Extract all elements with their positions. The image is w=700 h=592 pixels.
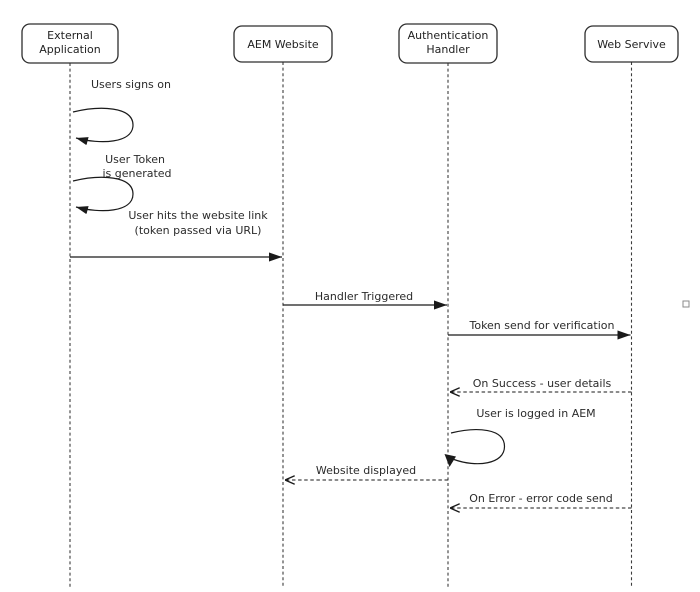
message-label-token-send: Token send for verification [468,319,614,332]
message-label-on-success: On Success - user details [473,377,612,390]
message-users-signs-on: Users signs on [72,78,171,146]
message-on-error-code-send: On Error - error code send [450,492,632,508]
message-label-user-logged-in: User is logged in AEM [476,407,595,420]
self-loop-user-token-generated [72,176,134,215]
message-handler-triggered: Handler Triggered [283,290,447,310]
actor-label-handler: Handler [426,43,470,56]
message-label-token-passed-url: (token passed via URL) [135,224,262,237]
actor-label-external: External [47,29,93,42]
message-user-hits-website-link: User hits the website link (token passed… [70,209,282,262]
actor-aem-website: AEM Website [233,25,333,63]
actor-authentication-handler: Authentication Handler [398,23,498,64]
actor-label-authentication: Authentication [408,29,489,42]
actor-web-servive: Web Servive [584,25,679,63]
actor-label-aem-website: AEM Website [247,38,319,51]
actor-external-application: External Application [21,23,119,64]
actor-box-authentication-handler [398,23,498,64]
self-loop-users-signs-on [72,107,134,146]
message-label-user-hits-link: User hits the website link [128,209,268,222]
message-on-success-user-details: On Success - user details [450,377,632,392]
message-label-on-error: On Error - error code send [469,492,613,505]
message-user-logged-in-aem: User is logged in AEM [444,407,596,467]
self-loop-arrowhead-icon [444,454,456,467]
message-label-is-generated: is generated [102,167,171,180]
actor-box-web-servive [584,25,679,63]
message-token-send-verification: Token send for verification [448,319,631,340]
message-label-website-displayed: Website displayed [316,464,416,477]
message-label-user-token: User Token [105,153,165,166]
message-label-handler-triggered: Handler Triggered [315,290,413,303]
actor-label-web-servive: Web Servive [597,38,666,51]
actor-box-external-application [21,23,119,64]
message-user-token-generated: User Token is generated [72,153,172,215]
message-website-displayed: Website displayed [285,464,448,480]
actor-box-aem-website [233,25,333,63]
small-square-marker-icon [682,300,690,308]
self-loop-user-logged-in-aem [450,429,506,465]
actor-label-application: Application [39,43,100,56]
message-label-users-signs-on: Users signs on [91,78,171,91]
